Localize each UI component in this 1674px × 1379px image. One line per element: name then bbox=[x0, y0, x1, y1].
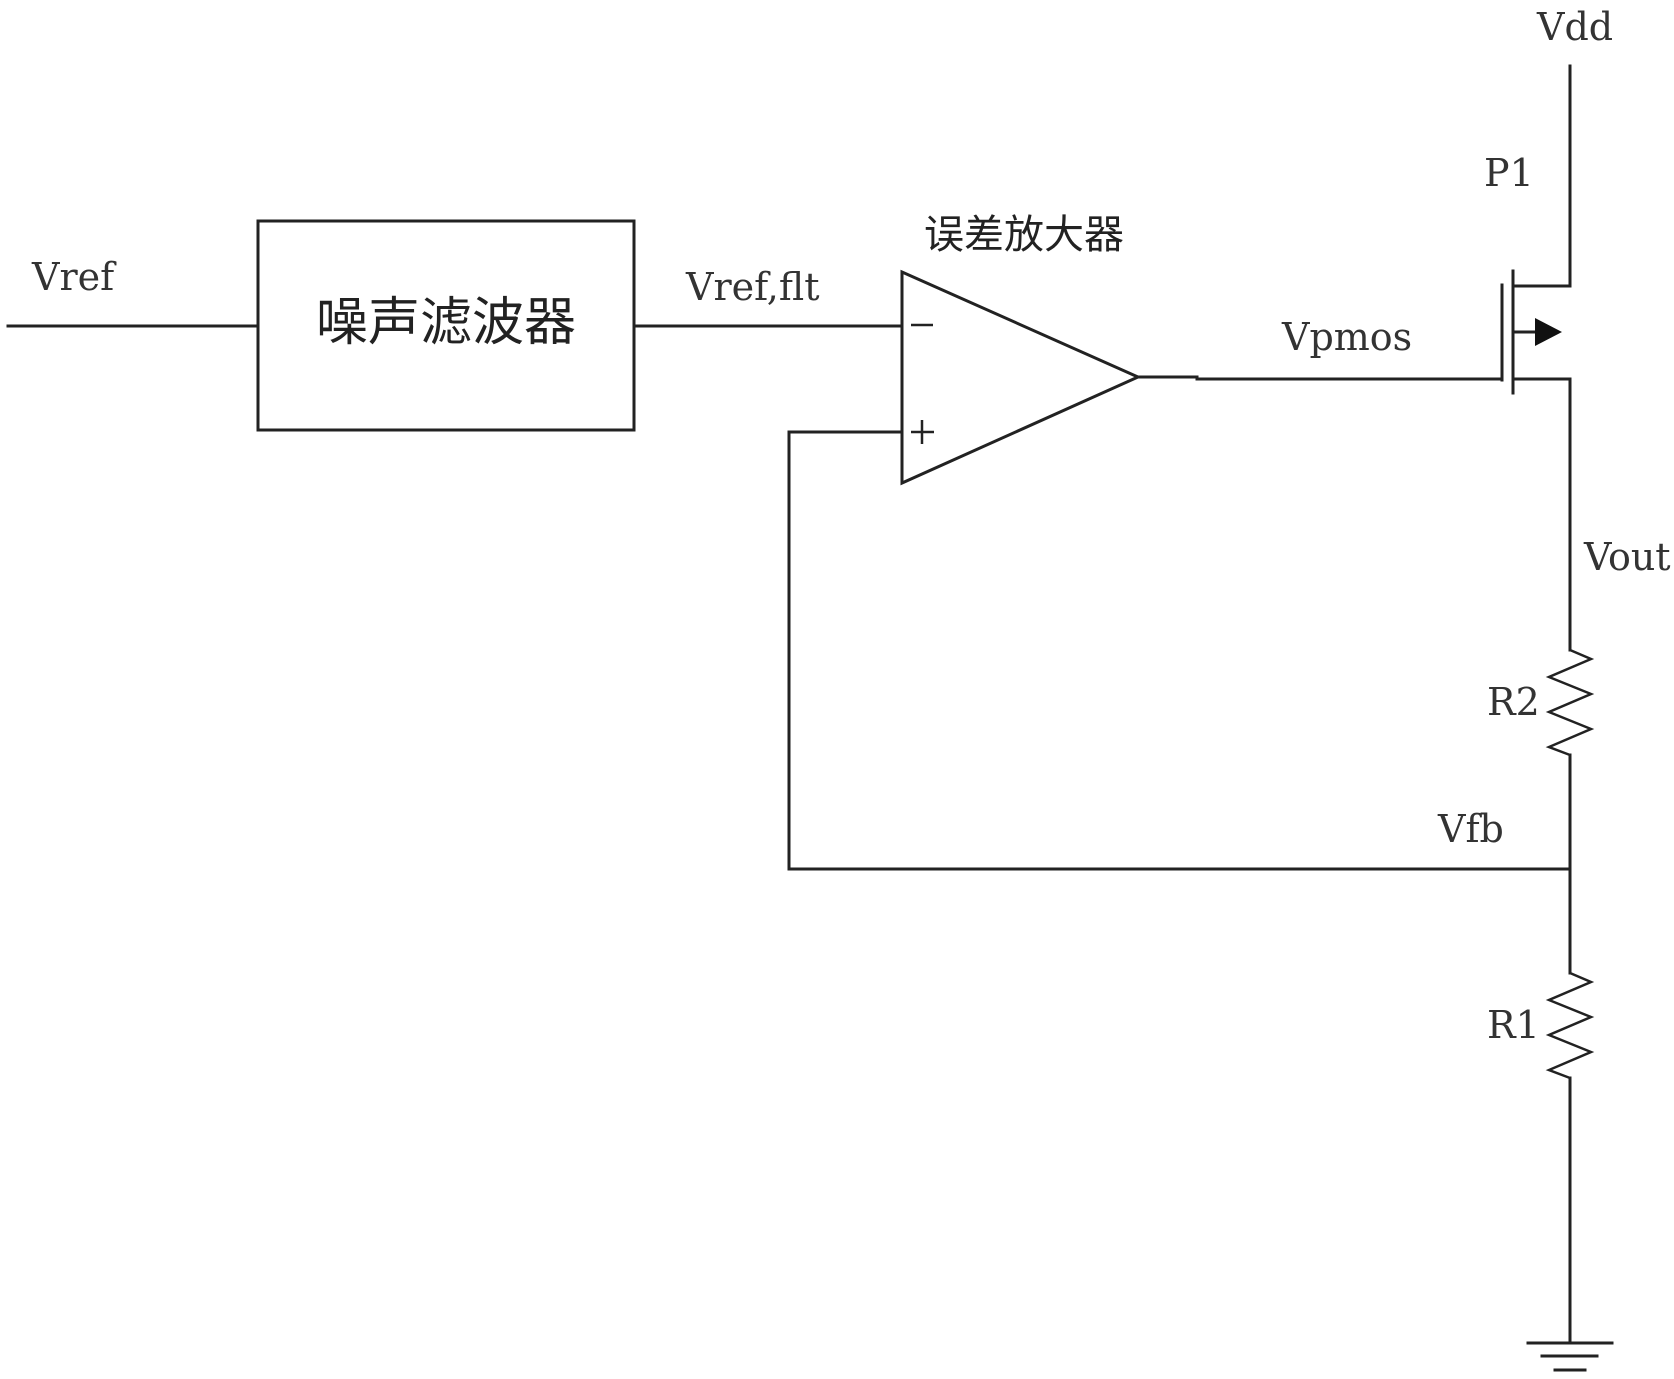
error-amp-label: 误差放大器 bbox=[924, 212, 1124, 258]
vpmos-wire bbox=[1136, 375, 1504, 381]
pmos-transistor-p1 bbox=[1500, 64, 1572, 395]
ground-icon bbox=[1526, 1341, 1614, 1372]
r1-label: R1 bbox=[1487, 1003, 1540, 1047]
vdd-label: Vdd bbox=[1536, 5, 1613, 49]
feedback-wire bbox=[787, 430, 1572, 871]
vref-flt-label: Vref,flt bbox=[685, 265, 820, 309]
vref-label: Vref bbox=[31, 255, 117, 299]
resistor-r1 bbox=[1545, 971, 1595, 1080]
r2-label: R2 bbox=[1487, 680, 1540, 724]
vpmos-label: Vpmos bbox=[1281, 315, 1412, 359]
p1-label: P1 bbox=[1484, 151, 1534, 195]
vfb-label: Vfb bbox=[1437, 807, 1504, 851]
noise-filter-label: 噪声滤波器 bbox=[316, 293, 576, 353]
vout-label: Vout bbox=[1583, 535, 1671, 579]
resistor-r2 bbox=[1545, 648, 1595, 757]
error-amplifier bbox=[900, 269, 1142, 486]
plus-sign-icon bbox=[911, 420, 934, 444]
source-to-vdd-wire bbox=[1511, 64, 1572, 288]
arrow-icon bbox=[1535, 318, 1562, 346]
